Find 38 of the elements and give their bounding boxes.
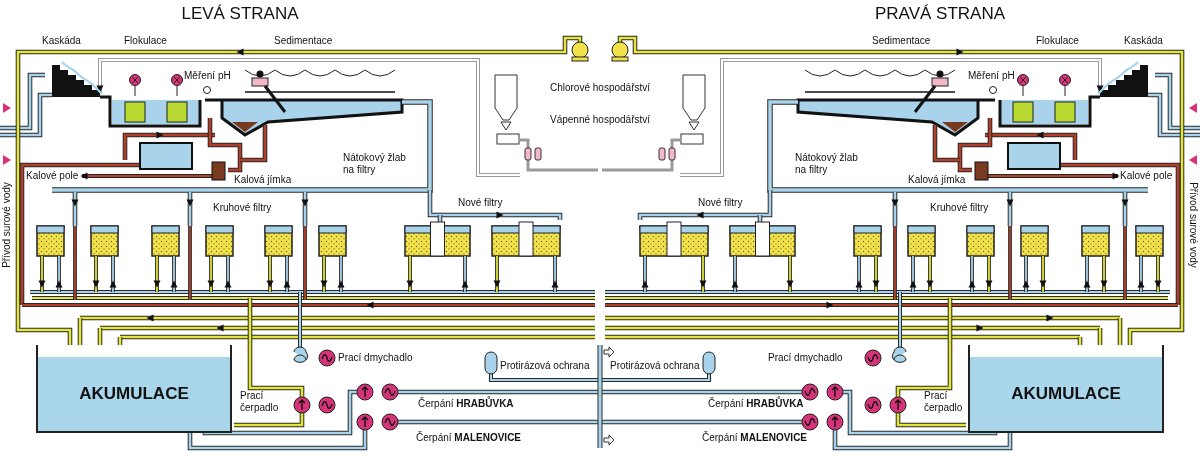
- part-label: Protirázová ochrana: [610, 360, 700, 372]
- part-label: Prací dmychadlo: [768, 352, 843, 364]
- part-label: Čerpání MALENOVICE: [702, 432, 808, 444]
- part-label: Prací dmychadlo: [338, 352, 413, 364]
- part-label: Sedimentace: [872, 35, 931, 47]
- part-label: Nátokový žlab na filtry: [795, 152, 859, 176]
- part-label: Prací čerpadlo: [240, 390, 280, 414]
- part-label: Prací čerpadlo: [924, 390, 964, 414]
- part-label: Čerpání MALENOVICE: [416, 432, 522, 444]
- part-label: Sedimentace: [274, 35, 333, 47]
- part-label: Kalová jímka: [234, 174, 292, 186]
- storage-tank: [968, 345, 1164, 433]
- part-label: Nátokový žlab na filtry: [343, 152, 407, 176]
- tank-label: AKUMULACE: [1011, 384, 1121, 404]
- part-label: Chlorové hospodářství: [549, 82, 651, 94]
- part-label: Nové filtry: [698, 197, 743, 209]
- part-label: Přívod surové vody: [1, 182, 13, 268]
- part-label: Čerpání HRABŮVKA: [708, 398, 804, 410]
- part-label: Flokulace: [1036, 35, 1079, 47]
- part-label: Kalová jímka: [908, 174, 966, 186]
- part-label: Kaskáda: [42, 35, 81, 47]
- part-label: Flokulace: [124, 35, 167, 47]
- part-label: Měření pH: [968, 70, 1015, 82]
- part-label: Vápenné hospodářství: [549, 114, 651, 126]
- part-label: Kalové pole: [26, 170, 79, 182]
- part-label: Měření pH: [184, 70, 231, 82]
- part-label: Čerpání HRABŮVKA: [418, 398, 514, 410]
- part-label: Nové filtry: [458, 197, 503, 209]
- part-label: Kalové pole: [1120, 170, 1173, 182]
- part-label: Kruhové filtry: [930, 202, 989, 214]
- part-label: Přívod surové vody: [1187, 182, 1199, 268]
- part-label: Kruhové filtry: [213, 202, 272, 214]
- storage-tank: [36, 345, 232, 433]
- side-title: PRAVÁ STRANA: [874, 4, 1006, 24]
- side-title: LEVÁ STRANA: [181, 4, 299, 24]
- part-label: Kaskáda: [1124, 35, 1163, 47]
- tank-label: AKUMULACE: [79, 384, 189, 404]
- part-label: Protirázová ochrana: [500, 360, 590, 372]
